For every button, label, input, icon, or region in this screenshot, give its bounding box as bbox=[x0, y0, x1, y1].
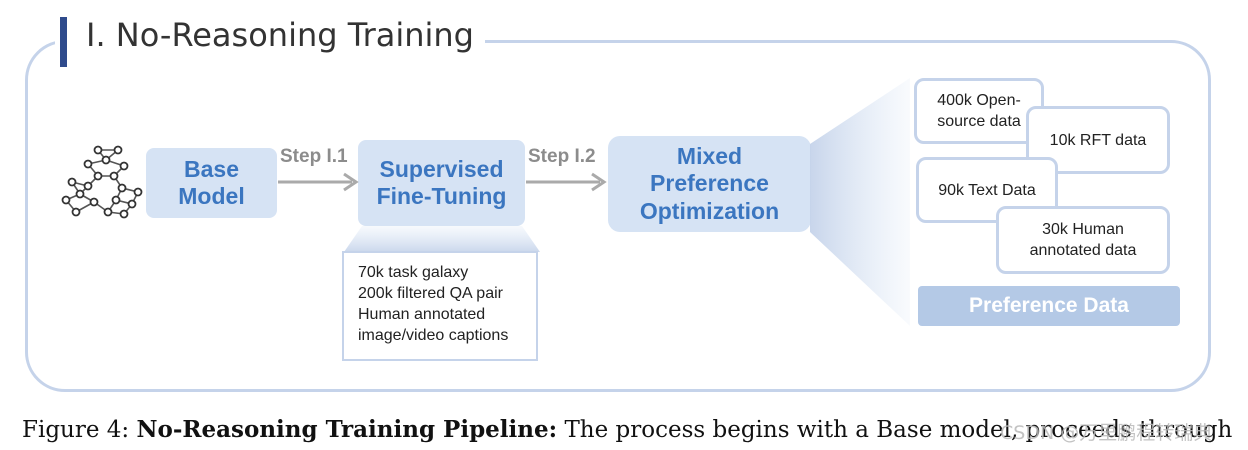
sft-data-line: image/video captions bbox=[358, 327, 509, 344]
watermark: CSDN @万里鹏程转瑞典 bbox=[1000, 422, 1213, 444]
caption-rest: The process begins with a Base model, pr… bbox=[557, 417, 1233, 443]
sft-data-line: 200k filtered QA pair bbox=[358, 285, 503, 302]
caption-prefix: Figure 4: bbox=[22, 417, 137, 443]
mpo-callout-beam bbox=[810, 78, 910, 326]
neural-network-icon bbox=[61, 145, 143, 219]
title-accent-bar bbox=[60, 17, 67, 67]
figure-caption: Figure 4: No-Reasoning Training Pipeline… bbox=[22, 416, 1232, 443]
title-background bbox=[55, 14, 485, 64]
base-model-box: Base Model bbox=[146, 148, 277, 218]
step2-label: Step I.2 bbox=[528, 146, 596, 167]
sft-data-line: 70k task galaxy bbox=[358, 264, 469, 281]
section-title: I. No-Reasoning Training bbox=[86, 16, 474, 54]
preference-card-open-source: 400k Open- source data bbox=[914, 78, 1044, 144]
mpo-box: Mixed Preference Optimization bbox=[608, 136, 811, 232]
step2-arrow bbox=[526, 172, 607, 192]
step1-arrow bbox=[278, 172, 359, 192]
caption-bold: No-Reasoning Training Pipeline: bbox=[136, 416, 558, 443]
preference-card-human: 30k Human annotated data bbox=[996, 206, 1170, 274]
sft-data-line: Human annotated bbox=[358, 306, 486, 323]
sft-box: Supervised Fine-Tuning bbox=[358, 140, 525, 226]
sft-data-box: 70k task galaxy 200k filtered QA pair Hu… bbox=[342, 251, 538, 361]
sft-callout-beam bbox=[344, 226, 540, 252]
step1-label: Step I.1 bbox=[280, 146, 348, 167]
preference-data-label: Preference Data bbox=[918, 286, 1180, 326]
